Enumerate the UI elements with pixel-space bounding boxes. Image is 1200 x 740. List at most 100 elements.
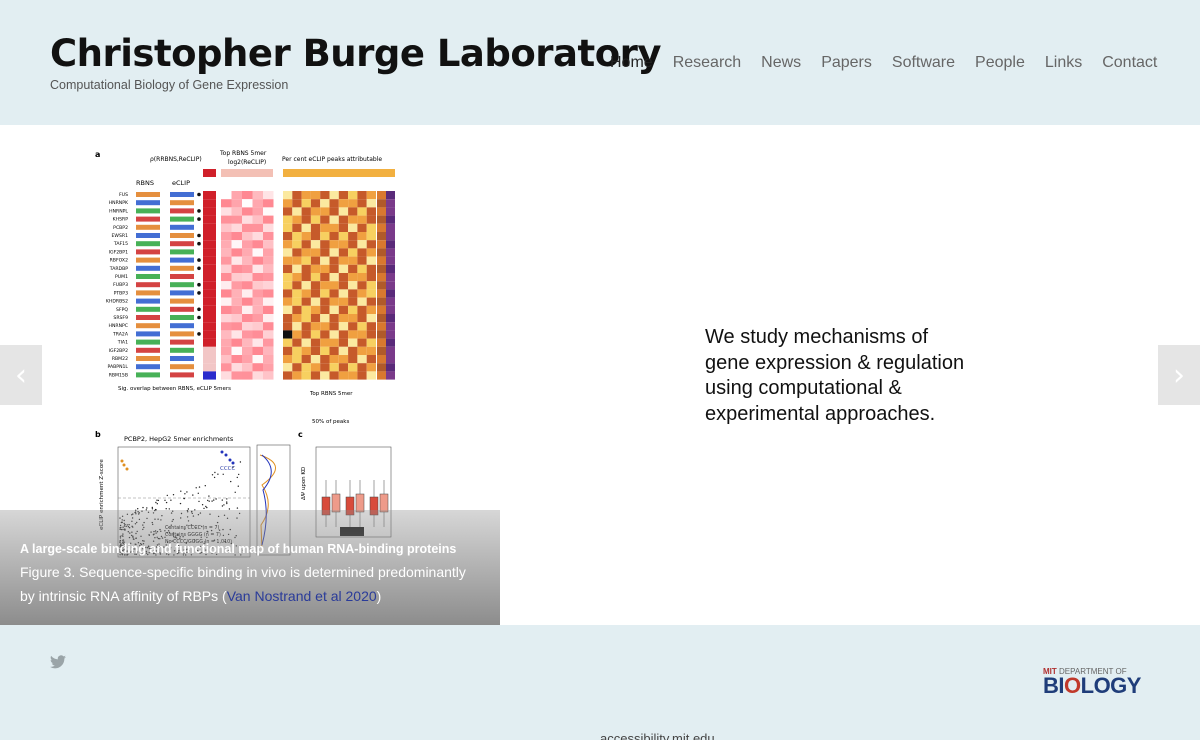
pct-cell: [329, 207, 339, 216]
pct-cell: [338, 355, 349, 364]
pct-cell: [292, 314, 302, 323]
scatter-point: [165, 508, 167, 510]
pct-cell: [329, 281, 339, 290]
pct-cell: [301, 314, 311, 323]
scatter-point: [137, 508, 139, 510]
pct-cell: [283, 248, 293, 257]
rho-cell: [203, 199, 216, 208]
pct-cell: [338, 314, 349, 323]
pct-cell: [377, 363, 386, 372]
protein-label: TIA1: [117, 340, 128, 346]
log-cell: [263, 330, 274, 339]
pct-cell: [283, 281, 293, 290]
log-cell: [242, 240, 253, 249]
log-cell: [252, 273, 263, 282]
pct-cell: [292, 232, 302, 241]
twitter-icon[interactable]: [50, 655, 66, 669]
log-cell: [242, 314, 253, 323]
pct-cell: [283, 240, 293, 249]
chevron-left-icon: ‹: [15, 357, 27, 393]
log-cell: [221, 322, 232, 331]
pct-cell: [292, 297, 302, 306]
log-cell: [252, 330, 263, 339]
mit-biology-logo[interactable]: MIT DEPARTMENT OF BIOLOGY: [1043, 667, 1145, 698]
scatter-point: [226, 498, 228, 500]
pct-cell: [357, 338, 367, 347]
cccc-point: [231, 461, 235, 465]
log-cell: [242, 322, 253, 331]
eclip-logo: [170, 347, 194, 353]
pct-cell: [348, 289, 358, 298]
scatter-point: [208, 500, 210, 502]
log-cell: [252, 371, 263, 380]
nav-papers[interactable]: Papers: [821, 54, 872, 71]
scatter-point: [208, 495, 210, 497]
log-cell: [231, 256, 242, 265]
log-cell: [242, 223, 253, 232]
eclip-logo: [170, 216, 194, 222]
protein-label: RBM22: [112, 356, 128, 362]
scatter-point: [205, 505, 207, 508]
pct-cell: [329, 363, 339, 372]
pct-cell: [348, 264, 358, 273]
pct-cell: [357, 256, 367, 265]
gggg-point: [125, 467, 129, 471]
pct-cell: [283, 355, 293, 364]
caption-paper-link[interactable]: Van Nostrand et al 2020: [226, 588, 377, 604]
eclip-logo: [170, 372, 194, 378]
site-title[interactable]: Christopher Burge Laboratory: [50, 32, 662, 75]
pct-cell: [292, 346, 302, 355]
pct-cell: [357, 289, 367, 298]
log-cell: [252, 191, 263, 200]
nav-research[interactable]: Research: [672, 54, 742, 71]
pct-cell: [357, 314, 367, 323]
panel-c-label: c: [298, 430, 303, 439]
pct-cell: [301, 199, 311, 208]
log-cell: [221, 273, 232, 282]
pct-cell: [320, 363, 330, 372]
ylabel-c: ΔΨ upon KD: [301, 467, 307, 500]
pct-cell: [338, 232, 349, 241]
eclip-logo: [170, 249, 194, 255]
rbns-logo: [136, 306, 160, 312]
slider-prev-button[interactable]: ‹: [0, 345, 42, 405]
pct-cell: [386, 289, 395, 298]
log-cell: [231, 191, 242, 200]
log-cell: [252, 199, 263, 208]
pct-cell: [357, 322, 367, 331]
pct-cell: [292, 199, 302, 208]
accessibility-link[interactable]: accessibility.mit.edu: [600, 731, 715, 740]
pct-cell: [292, 240, 302, 249]
top-rbns-axis: Top RBNS 5mer: [309, 391, 353, 397]
pct-cell: [292, 281, 302, 290]
mission-statement: We study mechanisms of gene expression &…: [705, 325, 964, 427]
nav-people[interactable]: People: [975, 54, 1025, 71]
nav-contact[interactable]: Contact: [1102, 54, 1158, 71]
scatter-point: [198, 486, 201, 488]
pct-cell: [386, 264, 395, 273]
scatter-point: [170, 499, 172, 501]
log-cell: [263, 223, 274, 232]
pct-cell: [377, 264, 386, 273]
nav-links[interactable]: Links: [1044, 54, 1083, 71]
log-cell: [263, 215, 274, 224]
pct-cell: [366, 305, 376, 314]
nav-home[interactable]: Home: [610, 54, 653, 71]
pct-cell: [292, 191, 302, 200]
eclip-logo: [170, 298, 194, 304]
pct-cell: [366, 330, 376, 339]
pct-cell: [283, 207, 293, 216]
nav-software[interactable]: Software: [891, 54, 956, 71]
pct-cell: [283, 264, 293, 273]
pct-cell: [366, 232, 376, 241]
log-cell: [231, 355, 242, 364]
pct-cell: [301, 305, 311, 314]
nav-news[interactable]: News: [761, 54, 802, 71]
panel-b-label: b: [95, 430, 101, 439]
scatter-point: [237, 485, 239, 487]
pct-cell: [338, 264, 349, 273]
log-cell: [231, 232, 242, 241]
slider-next-button[interactable]: ›: [1158, 345, 1200, 405]
pct-cell: [338, 199, 349, 208]
pct-cell: [301, 248, 311, 257]
